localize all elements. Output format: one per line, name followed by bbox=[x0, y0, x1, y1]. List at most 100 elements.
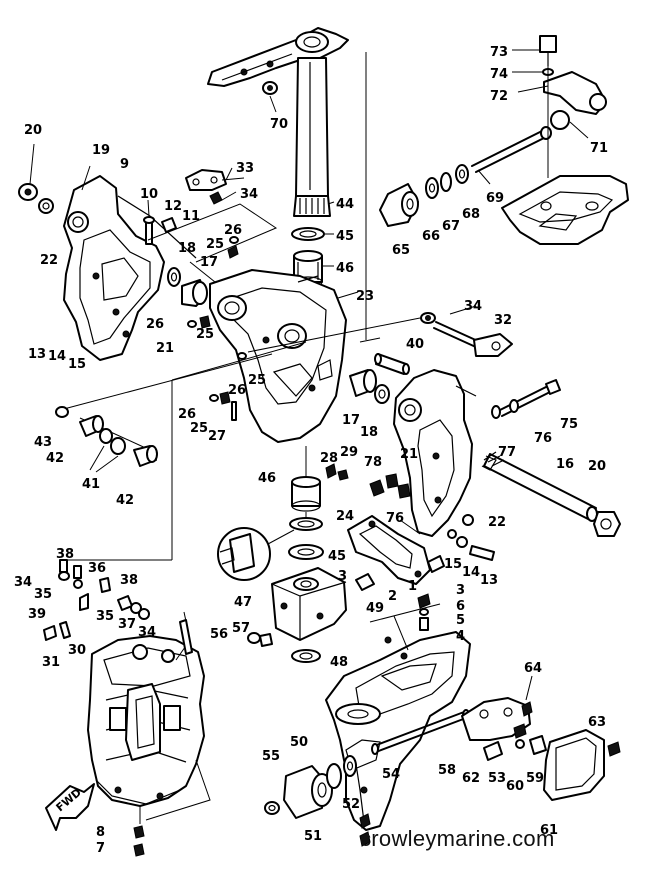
bushing-17-18-left bbox=[167, 267, 208, 307]
pin-40 bbox=[374, 353, 410, 375]
callout-15-left: 15 bbox=[68, 357, 86, 372]
callout-35-left: 35 bbox=[34, 587, 52, 602]
callout-71: 71 bbox=[590, 141, 608, 156]
steering-arm-and-shaft bbox=[207, 27, 349, 217]
callout-54: 54 bbox=[382, 767, 400, 782]
callout-14-right: 14 bbox=[462, 565, 480, 580]
callout-69: 69 bbox=[486, 191, 504, 206]
website-watermark: crowleymarine.com bbox=[360, 826, 555, 851]
callout-78: 78 bbox=[364, 455, 382, 470]
callout-52: 52 bbox=[342, 797, 360, 812]
tilt-pin-assembly-upper bbox=[365, 35, 629, 340]
callout-56: 56 bbox=[210, 627, 228, 642]
detail-bubble bbox=[217, 527, 295, 581]
callout-31: 31 bbox=[42, 655, 60, 670]
callout-14-left: 14 bbox=[48, 349, 66, 364]
callout-1: 1 bbox=[408, 579, 417, 594]
callout-13-left: 13 bbox=[28, 347, 46, 362]
bolt-group-10-12 bbox=[143, 199, 177, 245]
callout-74: 74 bbox=[490, 67, 508, 82]
callout-24: 24 bbox=[336, 509, 354, 524]
callout-leaders bbox=[221, 49, 589, 343]
callout-76-upper: 76 bbox=[534, 431, 552, 446]
callout-23: 23 bbox=[356, 289, 374, 304]
callout-64: 64 bbox=[524, 661, 542, 676]
callout-50: 50 bbox=[290, 735, 308, 750]
mount-bracket-2 bbox=[347, 515, 431, 585]
callout-72: 72 bbox=[490, 89, 508, 104]
callout-15-right: 15 bbox=[444, 557, 462, 572]
callout-21-right: 21 bbox=[400, 447, 418, 462]
callout-20-upper: 20 bbox=[24, 123, 42, 138]
callout-75: 75 bbox=[560, 417, 578, 432]
callout-45-upper: 45 bbox=[336, 229, 354, 244]
callout-10: 10 bbox=[140, 187, 158, 202]
nut-48 bbox=[291, 649, 321, 663]
callout-42-right: 42 bbox=[116, 493, 134, 508]
callout-40: 40 bbox=[406, 337, 424, 352]
callout-27: 27 bbox=[208, 429, 226, 444]
callout-60: 60 bbox=[506, 779, 524, 794]
fwd-arrow: FWD bbox=[45, 783, 95, 831]
callout-38-left: 38 bbox=[56, 547, 74, 562]
callout-3-left: 3 bbox=[338, 569, 347, 584]
callout-22-right: 22 bbox=[488, 515, 506, 530]
tilt-handle-32 bbox=[420, 305, 513, 357]
callout-46-upper: 46 bbox=[336, 261, 354, 276]
callout-28: 28 bbox=[320, 451, 338, 466]
callout-53: 53 bbox=[488, 771, 506, 786]
callout-35-right: 35 bbox=[96, 609, 114, 624]
bolts-56-57 bbox=[247, 632, 273, 647]
callout-45-lower: 45 bbox=[328, 549, 346, 564]
callout-36: 36 bbox=[88, 561, 106, 576]
left-clamp-bracket bbox=[63, 175, 197, 361]
bolts-7-8 bbox=[133, 806, 145, 857]
callout-3-right: 3 bbox=[456, 583, 465, 598]
callout-62: 62 bbox=[462, 771, 480, 786]
callout-29: 29 bbox=[340, 445, 358, 460]
callout-44: 44 bbox=[336, 197, 354, 212]
callout-63: 63 bbox=[588, 715, 606, 730]
lower-bushing-46-24 bbox=[288, 446, 324, 560]
callout-32: 32 bbox=[494, 313, 512, 328]
callout-12: 12 bbox=[164, 199, 182, 214]
callout-48: 48 bbox=[330, 655, 348, 670]
callout-26-upper: 26 bbox=[224, 223, 242, 238]
callout-5: 5 bbox=[456, 613, 465, 628]
callout-25-lower: 25 bbox=[248, 373, 266, 388]
callout-34-upper: 34 bbox=[240, 187, 258, 202]
callout-43: 43 bbox=[34, 435, 52, 450]
callout-66: 66 bbox=[422, 229, 440, 244]
callout-25-upper: 25 bbox=[206, 237, 224, 252]
rear-cover-group bbox=[461, 675, 621, 801]
callout-26-mid: 26 bbox=[146, 317, 164, 332]
callout-19: 19 bbox=[92, 143, 110, 158]
callout-8: 8 bbox=[96, 825, 105, 840]
callout-21-left: 21 bbox=[156, 341, 174, 356]
callout-labels: 73 74 72 71 70 69 68 67 66 65 44 45 46 2… bbox=[14, 45, 608, 856]
callout-61: 61 bbox=[540, 823, 558, 838]
callout-46-lower: 46 bbox=[258, 471, 276, 486]
callout-11: 11 bbox=[182, 209, 200, 224]
upper-casing bbox=[325, 603, 471, 831]
callout-22-left: 22 bbox=[40, 253, 58, 268]
callout-20-lower: 20 bbox=[588, 459, 606, 474]
callout-55: 55 bbox=[262, 749, 280, 764]
callout-67: 67 bbox=[442, 219, 460, 234]
callout-76-lower: 76 bbox=[386, 511, 404, 526]
callout-49: 49 bbox=[366, 601, 384, 616]
callout-37: 37 bbox=[118, 617, 136, 632]
callout-58: 58 bbox=[438, 763, 456, 778]
small-bolts-4-6 bbox=[417, 593, 431, 631]
callout-17-right: 17 bbox=[342, 413, 360, 428]
right-clamp-bracket bbox=[393, 369, 477, 537]
callout-18-left: 18 bbox=[178, 241, 196, 256]
callout-73: 73 bbox=[490, 45, 508, 60]
small-parts-30-39 bbox=[43, 559, 193, 655]
callout-25-bottom: 25 bbox=[190, 421, 208, 436]
bolt-75 bbox=[491, 379, 561, 419]
callout-16: 16 bbox=[556, 457, 574, 472]
callout-59: 59 bbox=[526, 771, 544, 786]
